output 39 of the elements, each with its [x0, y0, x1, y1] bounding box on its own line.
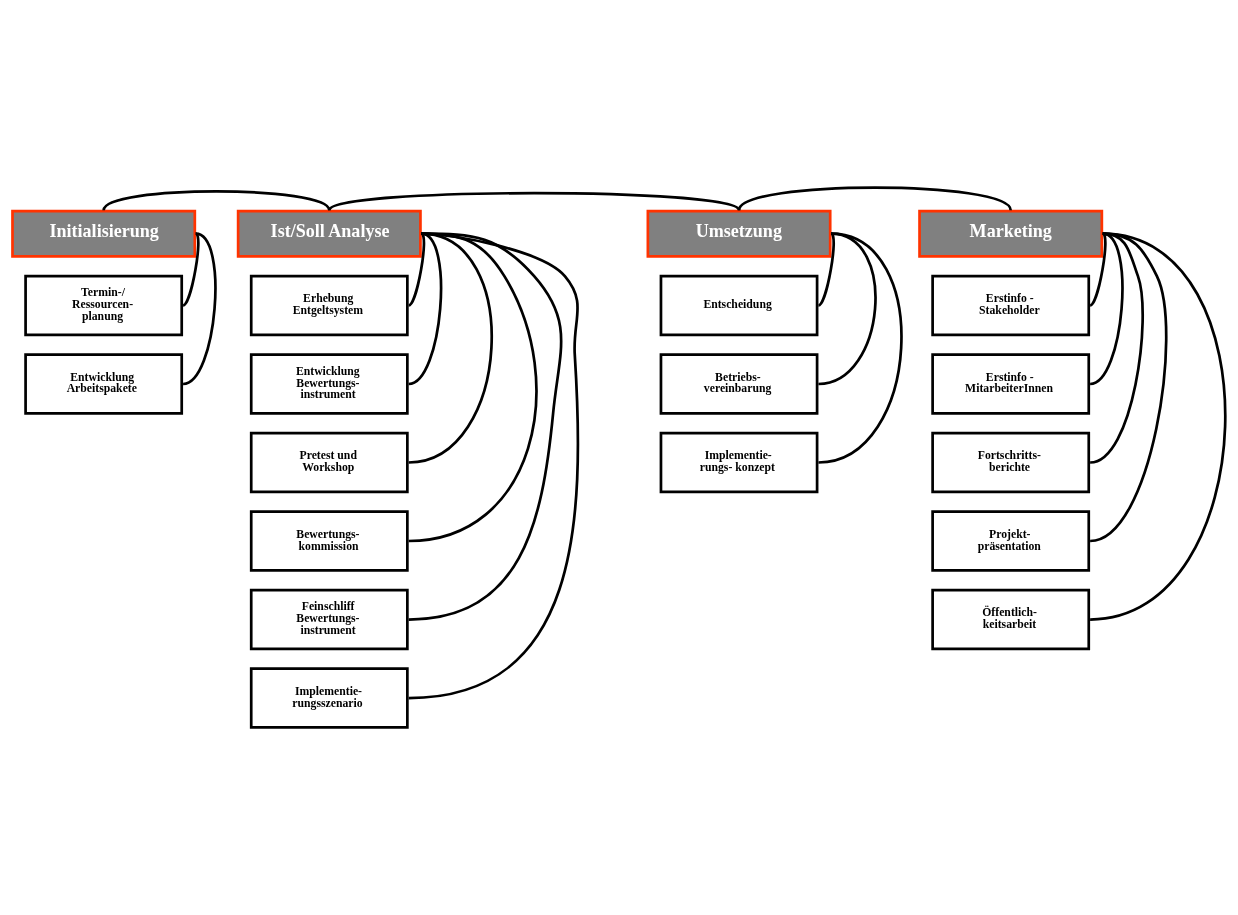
connector — [182, 232, 200, 307]
node-box: Umsetzung — [646, 209, 832, 258]
node-box: Fortschritts- berichte — [931, 431, 1091, 494]
connector — [1089, 232, 1107, 307]
node-box: Erhebung Entgeltsystem — [249, 274, 409, 337]
connector — [818, 232, 877, 386]
connector — [1089, 232, 1124, 386]
connector — [818, 232, 903, 464]
node-box: Betriebs- vereinbarung — [659, 353, 819, 415]
connector — [182, 232, 217, 386]
connector — [408, 232, 563, 621]
node-box: Erstinfo - Stakeholder — [931, 274, 1091, 337]
node-box: Ist/Soll Analyse — [236, 209, 422, 258]
connector — [408, 232, 538, 543]
connector — [408, 232, 443, 386]
node-box: Erstinfo - MitarbeiterInnen — [931, 353, 1091, 415]
connector — [102, 190, 331, 212]
connector — [737, 186, 1012, 212]
connector — [407, 232, 426, 307]
node-box: Entwicklung Arbeitspakete — [24, 353, 184, 415]
connector — [1089, 232, 1227, 621]
connector — [408, 232, 580, 700]
node-box: Initialisierung — [11, 209, 197, 258]
node-box: Implementie- rungsszenario — [249, 667, 409, 729]
node-box: Bewertungs- kommission — [249, 510, 409, 572]
node-box: Öffentlich- keitsarbeit — [931, 588, 1091, 651]
node-box: Pretest und Workshop — [249, 431, 409, 494]
node-box: Marketing — [918, 209, 1104, 258]
node-box: Implementie- rungs- konzept — [659, 431, 819, 494]
node-box: Feinschliff Bewertungs- instrument — [249, 588, 409, 651]
node-box: Termin-/ Ressourcen- planung — [24, 274, 184, 337]
connector — [408, 232, 493, 464]
connector — [1089, 232, 1168, 543]
connector — [817, 232, 835, 307]
node-box: Entwicklung Bewertungs- instrument — [249, 353, 409, 415]
node-box: Projekt- präsentation — [931, 510, 1091, 572]
node-box: Entscheidung — [659, 274, 819, 337]
connector — [328, 191, 740, 212]
connector — [1089, 232, 1144, 464]
